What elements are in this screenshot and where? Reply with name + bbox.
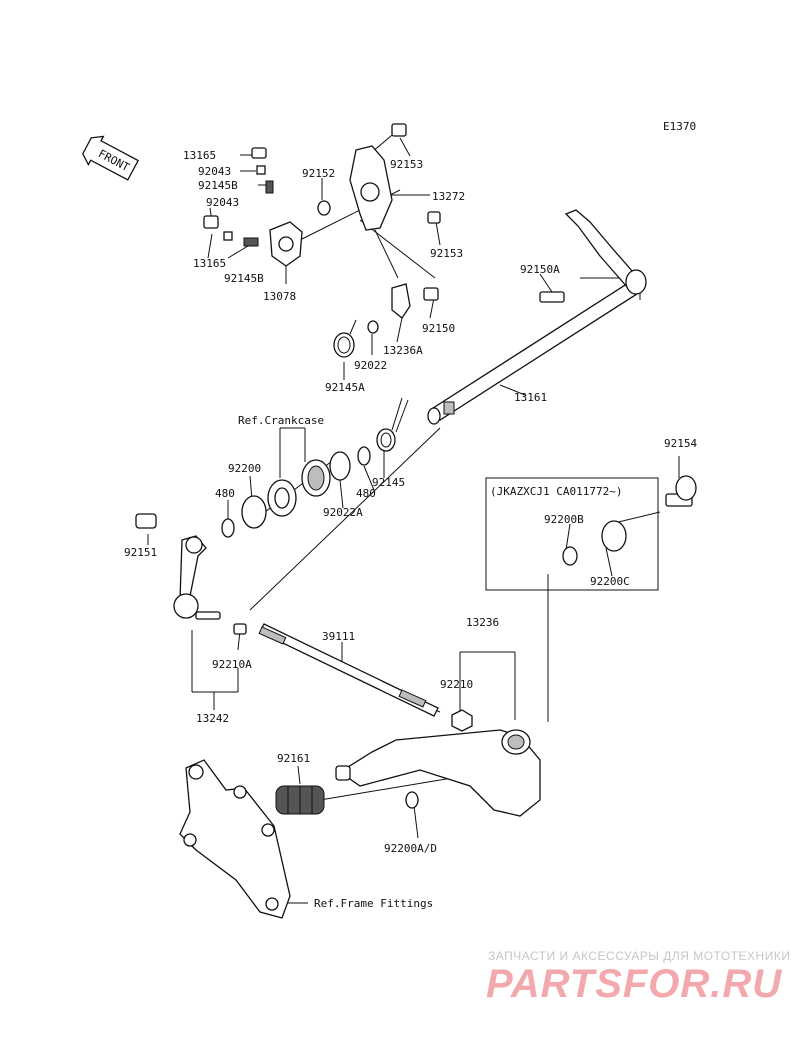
part-92043-low-shape — [223, 231, 233, 241]
part-labels: 13165 92043 92145B 92043 13165 92145B 13… — [124, 149, 697, 910]
label-92154: 92154 — [664, 437, 697, 450]
label-480-left: 480 — [215, 487, 235, 500]
label-13236: 13236 — [466, 616, 499, 629]
label-92150: 92150 — [422, 322, 455, 335]
label-92210: 92210 — [440, 678, 473, 691]
label-13272: 13272 — [432, 190, 465, 203]
label-92043-mid: 92043 — [206, 196, 239, 209]
label-92043-top: 92043 — [198, 165, 231, 178]
shift-shaft-13161 — [376, 209, 647, 452]
diagram-code: E1370 — [663, 120, 696, 133]
part-13236a-shape — [391, 283, 411, 319]
label-92145: 92145 — [372, 476, 405, 489]
part-92210-shape — [451, 709, 473, 732]
label-92150a: 92150A — [520, 263, 560, 276]
part-92145b-low-shape — [243, 237, 259, 247]
label-13242: 13242 — [196, 712, 229, 725]
part-92200-shape — [241, 495, 267, 529]
label-ref-frame-fittings: Ref.Frame Fittings — [314, 897, 433, 910]
label-92153-mid: 92153 — [430, 247, 463, 260]
label-480-right: 480 — [356, 487, 376, 500]
shift-rod-39111 — [258, 623, 473, 732]
part-92154-shape — [665, 475, 697, 507]
part-92043-top-shape — [256, 165, 266, 175]
label-13165-top: 13165 — [183, 149, 216, 162]
front-arrow-icon: FRONT — [82, 135, 139, 181]
serial-box: (JKAZXCJ1 CA011772~) — [485, 477, 659, 591]
part-92152-shape — [317, 200, 331, 216]
leader-lines — [147, 129, 680, 904]
label-13236a: 13236A — [383, 344, 423, 357]
footrest-bracket — [179, 759, 291, 919]
label-92210a: 92210A — [212, 658, 252, 671]
part-480-left-shape — [221, 518, 235, 538]
part-92145b-top-shape — [265, 180, 274, 194]
shift-arm-13242 — [135, 513, 247, 635]
label-92200b: 92200B — [544, 513, 584, 526]
label-92200ad: 92200A/D — [384, 842, 437, 855]
oil-seal-shape — [267, 479, 297, 517]
label-92153-top: 92153 — [390, 158, 423, 171]
label-92151: 92151 — [124, 546, 157, 559]
label-13161: 13161 — [514, 391, 547, 404]
serial-box-parts — [562, 475, 697, 566]
needle-bearing-shape — [301, 459, 331, 497]
watermark-logo: PARTSFOR.RU — [486, 962, 783, 1006]
label-92152: 92152 — [302, 167, 335, 180]
label-92200: 92200 — [228, 462, 261, 475]
part-92200ad-shape — [405, 791, 419, 809]
part-480-right-shape — [357, 446, 371, 466]
part-92145a-shape — [333, 319, 357, 358]
label-92145b-low: 92145B — [224, 272, 264, 285]
label-92200c: 92200C — [590, 575, 630, 588]
label-ref-crankcase: Ref.Crankcase — [238, 414, 324, 427]
label-92161: 92161 — [277, 752, 310, 765]
part-92022a-shape — [329, 451, 351, 481]
part-92151-shape — [135, 513, 157, 529]
part-13165-low-shape — [203, 215, 219, 229]
part-92150a-shape — [539, 291, 565, 303]
part-92153-top-shape — [391, 123, 407, 137]
part-92210a-shape — [233, 623, 247, 635]
label-92022a: 92022A — [323, 506, 363, 519]
label-39111: 39111 — [322, 630, 355, 643]
label-92145b-top: 92145B — [198, 179, 238, 192]
part-92153-mid-shape — [427, 211, 441, 224]
shift-pedal-13236 — [275, 729, 541, 817]
label-92022: 92022 — [354, 359, 387, 372]
part-92150-shape — [423, 287, 439, 301]
shift-drum-pawl-parts — [203, 123, 441, 358]
part-92145-shape — [376, 397, 409, 452]
part-92200c-shape — [601, 520, 627, 552]
label-13165-low: 13165 — [193, 257, 226, 270]
watermark-title: ЗАПЧАСТИ И АКСЕССУАРЫ ДЛЯ МОТОТЕХНИКИ — [488, 949, 791, 963]
label-13078: 13078 — [263, 290, 296, 303]
part-92161-shape — [275, 785, 325, 815]
part-13165-top-shape — [251, 147, 267, 159]
part-92200b-shape — [562, 546, 578, 566]
label-92145a: 92145A — [325, 381, 365, 394]
crankcase-parts — [221, 446, 371, 538]
serial-note: (JKAZXCJ1 CA011772~) — [490, 485, 622, 498]
part-92022-shape — [367, 320, 379, 334]
